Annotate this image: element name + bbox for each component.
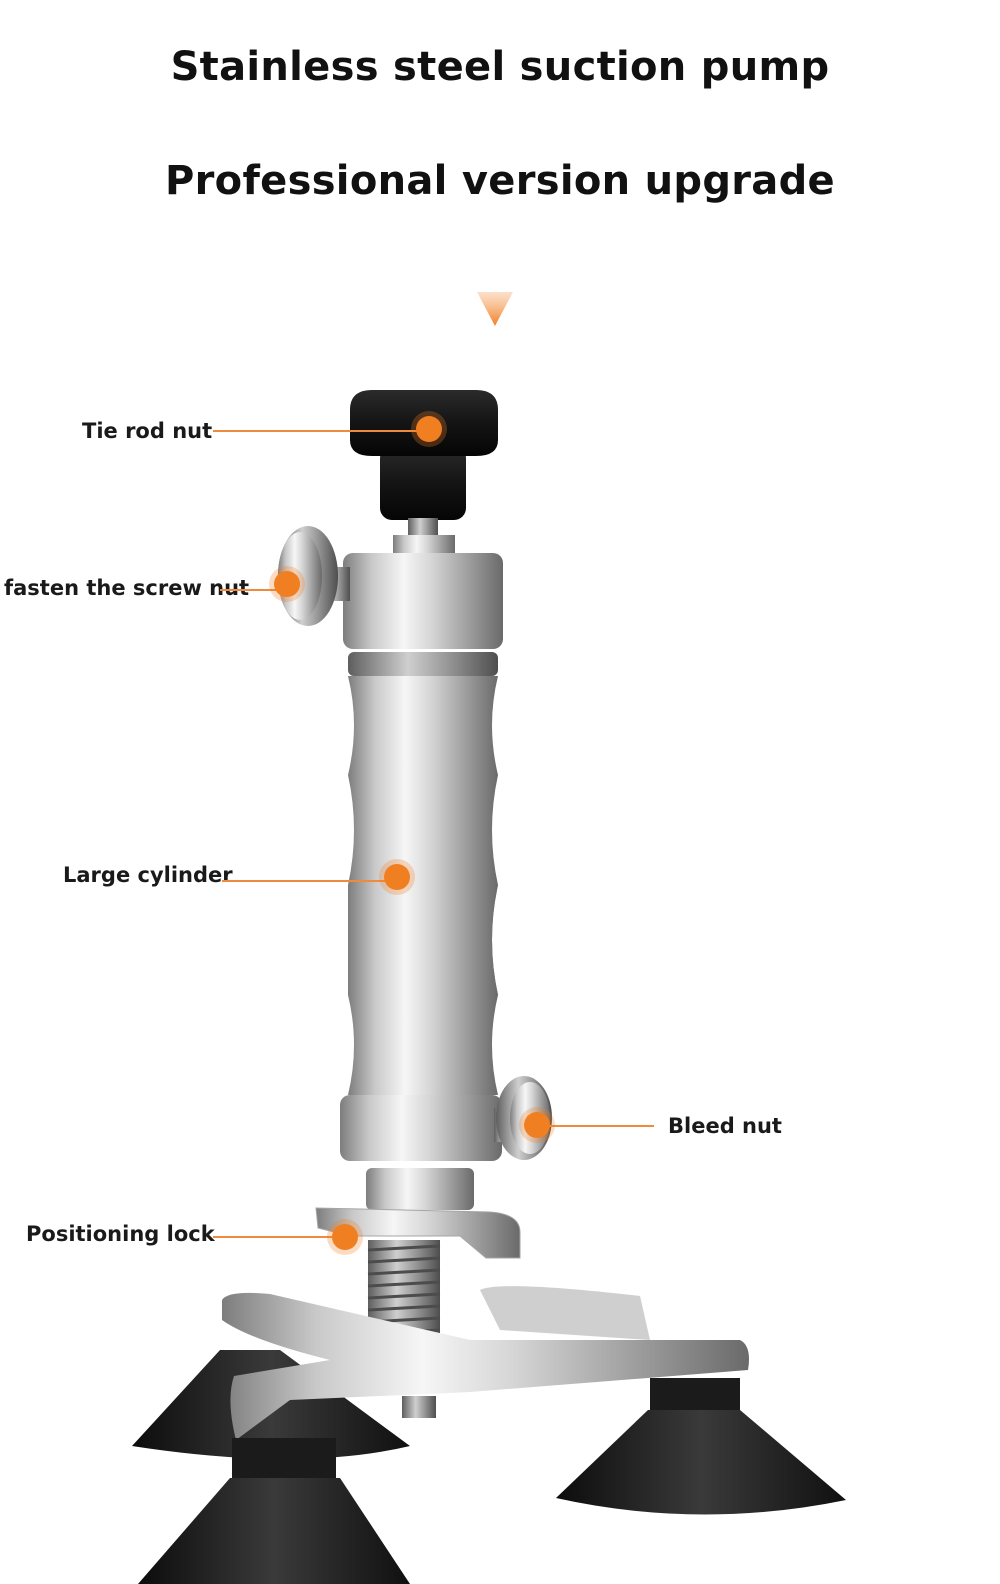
marker-dot-tie-rod-nut [416, 416, 442, 442]
marker-dot-large-cylinder [384, 864, 410, 890]
page-subtitle: Professional version upgrade [165, 158, 835, 204]
label-positioning-lock: Positioning lock [26, 1222, 215, 1246]
tripod-base [132, 1286, 846, 1584]
page-title: Stainless steel suction pump [170, 44, 830, 90]
marker-dot-positioning-lock [332, 1224, 358, 1250]
label-large-cylinder: Large cylinder [63, 863, 233, 887]
fasten-screw-knob [278, 526, 350, 626]
marker-dot-fasten-screw-nut [274, 571, 300, 597]
chevron-down-icon [477, 292, 513, 326]
leader-line-tie-rod-nut [213, 430, 427, 432]
label-tie-rod-nut: Tie rod nut [82, 419, 213, 443]
leader-line-positioning-lock [213, 1236, 337, 1238]
leader-line-large-cylinder [222, 880, 390, 882]
tie-rod-nut [350, 390, 498, 538]
leader-line-bleed-nut [538, 1125, 654, 1127]
label-bleed-nut: Bleed nut [668, 1114, 782, 1138]
marker-dot-bleed-nut [524, 1112, 550, 1138]
label-fasten-screw-nut: fasten the screw nut [4, 576, 250, 600]
large-cylinder-body [340, 652, 502, 1161]
leader-line-fasten-screw-nut [220, 589, 280, 591]
positioning-lock-plate [315, 1207, 521, 1259]
